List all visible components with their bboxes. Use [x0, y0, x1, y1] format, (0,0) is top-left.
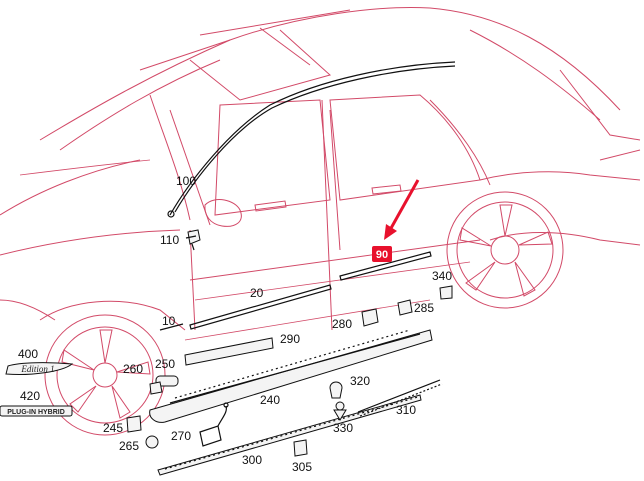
callout-285: 285	[414, 301, 434, 315]
hybrid-badge-text: PLUG-IN HYBRID	[7, 409, 65, 416]
edition-badge-text: Edition 1	[20, 364, 54, 374]
hybrid-badge: PLUG-IN HYBRID	[0, 405, 73, 417]
highlight-label: 90	[376, 249, 388, 261]
callout-265: 265	[119, 439, 139, 453]
callout-320: 320	[350, 374, 370, 388]
callout-280: 280	[332, 317, 352, 331]
callout-330: 330	[333, 421, 353, 435]
highlight-arrow	[388, 179, 420, 231]
highlight-box	[372, 246, 392, 262]
callout-10: 10	[162, 314, 176, 328]
car-outline	[0, 6, 641, 436]
parts-drawings	[126, 61, 456, 476]
callout-305: 305	[292, 460, 312, 474]
callout-110: 110	[160, 233, 179, 247]
edition-badge: Edition 1	[5, 362, 74, 375]
callout-310: 310	[396, 403, 416, 417]
callout-290: 290	[280, 332, 300, 346]
callout-260: 260	[123, 362, 143, 376]
highlight-arrow-head-icon	[384, 224, 397, 240]
callout-420: 420	[20, 389, 40, 403]
callout-240: 240	[260, 393, 280, 407]
callout-270: 270	[171, 429, 191, 443]
callout-300: 300	[242, 453, 262, 467]
callout-250: 250	[155, 357, 175, 371]
callout-340: 340	[432, 269, 452, 283]
callout-400: 400	[18, 347, 38, 361]
callout-100: 100	[176, 174, 196, 188]
callout-20: 20	[250, 286, 264, 300]
highlight-callout: 90	[372, 179, 420, 262]
callout-245: 245	[103, 421, 123, 435]
callout-labels: 100 110 10 20 290 400 420 250 260 240 28…	[18, 174, 452, 474]
